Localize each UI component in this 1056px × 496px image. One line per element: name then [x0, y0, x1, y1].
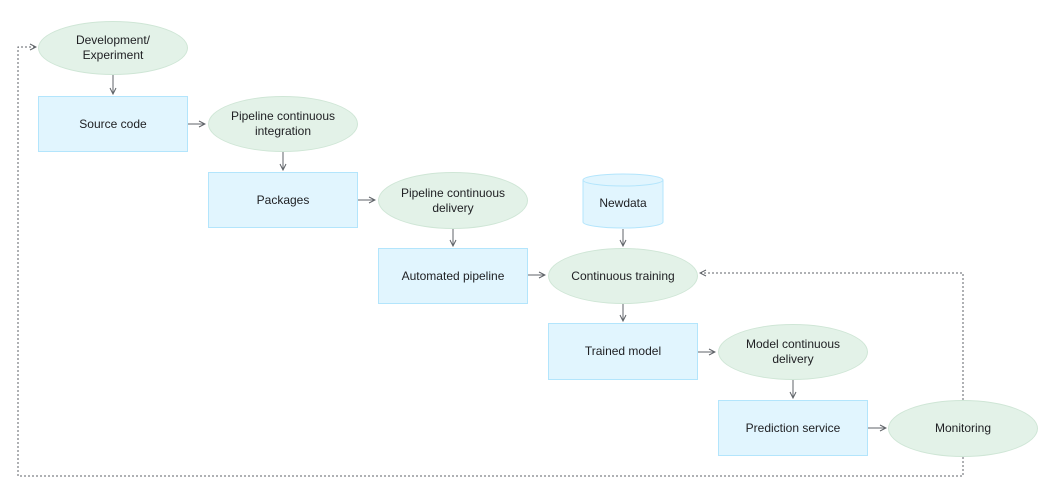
packages-node: Packages [208, 172, 358, 228]
source-code-label: Source code [79, 116, 147, 131]
pipeline-cd-label: Pipeline continuous delivery [400, 185, 506, 215]
development-experiment-label: Development/ Experiment [75, 33, 151, 62]
pipeline-ci-label: Pipeline continuous integration [230, 109, 336, 138]
continuous-training-node: Continuous training [548, 248, 698, 304]
source-code-node: Source code [38, 96, 188, 152]
automated-pipeline-node: Automated pipeline [378, 248, 528, 304]
feedback-monitoring-to-development [17, 47, 964, 477]
pipeline-cd-node: Pipeline continuous delivery [378, 172, 528, 229]
packages-label: Packages [256, 192, 310, 207]
trained-model-node: Trained model [548, 323, 698, 380]
continuous-training-label: Continuous training [571, 268, 675, 283]
development-experiment-node: Development/ Experiment [38, 21, 188, 75]
automated-pipeline-label: Automated pipeline [401, 268, 505, 283]
monitoring-node: Monitoring [888, 400, 1038, 457]
newdata-cylinder [582, 173, 664, 229]
model-cd-label: Model continuous delivery [745, 337, 841, 366]
prediction-service-label: Prediction service [745, 420, 841, 435]
pipeline-ci-node: Pipeline continuous integration [208, 96, 358, 152]
trained-model-label: Trained model [584, 344, 662, 358]
model-cd-node: Model continuous delivery [718, 324, 868, 380]
prediction-service-node: Prediction service [718, 400, 868, 456]
newdata-label: Newdata [599, 196, 647, 210]
monitoring-label: Monitoring [934, 421, 992, 435]
